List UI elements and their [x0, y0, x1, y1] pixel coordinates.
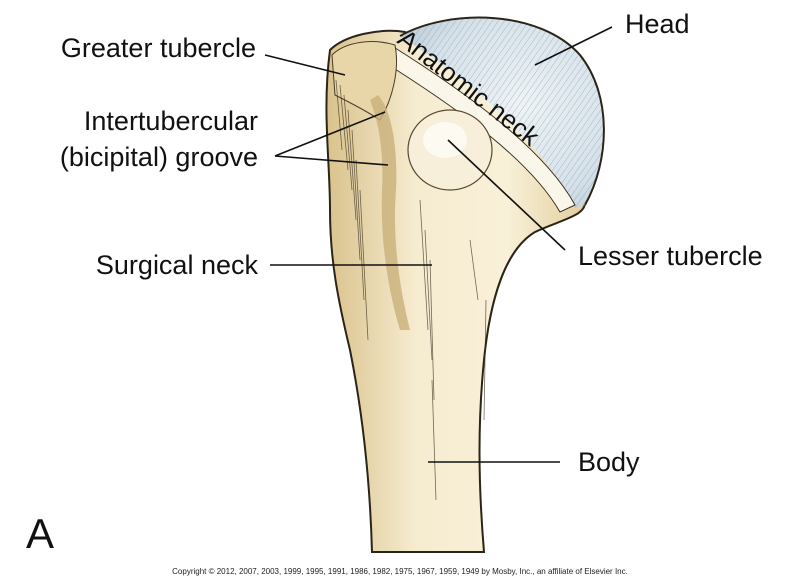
humeral-head [399, 16, 605, 206]
label-surgical-neck: Surgical neck [95, 250, 258, 280]
intertubercular-groove-shape [370, 95, 410, 330]
bone-texture [335, 79, 487, 501]
label-body: Body [578, 447, 640, 477]
leader-groove-lower [274, 155, 389, 166]
label-lesser-tubercle: Lesser tubercle [578, 241, 763, 271]
leader-groove-upper [274, 111, 386, 157]
label-intertubercular-line1: Intertubercular [83, 106, 258, 136]
label-head: Head [625, 9, 690, 39]
label-intertubercular-line2: (bicipital) groove [59, 142, 258, 172]
anatomic-neck-band [383, 45, 576, 213]
leader-greater-tubercle [264, 54, 346, 76]
leader-lines [264, 26, 613, 463]
leader-head [534, 26, 613, 66]
panel-letter: A [26, 510, 55, 557]
copyright-notice: Copyright © 2012, 2007, 2003, 1999, 1995… [172, 567, 628, 576]
label-greater-tubercle: Greater tubercle [60, 33, 256, 63]
leader-lesser-tubercle [447, 139, 566, 251]
